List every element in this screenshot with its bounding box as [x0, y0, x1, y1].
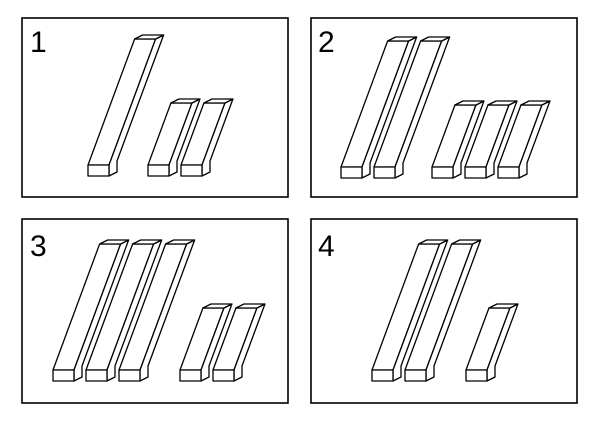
- ten-rod-1-front-face: [87, 164, 110, 177]
- one-bar-2: [464, 100, 518, 179]
- one-bar-1-end-face: [202, 303, 233, 309]
- panel-1-blocks: [87, 34, 234, 177]
- one-bar-2: [212, 303, 266, 382]
- ten-rod-2: [404, 239, 482, 382]
- ten-rod-1: [52, 239, 130, 382]
- panel-4: 4: [310, 218, 578, 404]
- panel-1-label: 1: [30, 26, 47, 59]
- panel-2-blocks: [340, 36, 551, 179]
- one-bar-1-front-face: [465, 369, 488, 382]
- ten-rod-1: [87, 34, 165, 177]
- ten-rod-2-front-face: [85, 369, 108, 382]
- one-bar-1-end-face: [488, 303, 519, 309]
- one-bar-2-front-face: [464, 166, 487, 179]
- ten-rod-2: [373, 36, 451, 179]
- panel-4-blocks: [371, 239, 519, 382]
- panel-3-blocks: [52, 239, 266, 382]
- one-bar-1-end-face: [170, 98, 201, 104]
- ten-rod-2: [85, 239, 163, 382]
- panel-1: 1: [21, 17, 289, 198]
- one-bar-2-end-face: [203, 98, 234, 104]
- one-bar-2: [180, 98, 234, 177]
- one-bar-1-front-face: [179, 369, 202, 382]
- ten-rod-2-end-face: [131, 239, 163, 245]
- ten-rod-2-front-face: [373, 166, 396, 179]
- one-bar-1: [431, 100, 485, 179]
- ten-rod-1-end-face: [386, 36, 418, 42]
- one-bar-2-front-face: [212, 369, 235, 382]
- ten-rod-3: [118, 239, 196, 382]
- ten-rod-1-end-face: [417, 239, 449, 245]
- ten-rod-1: [340, 36, 418, 179]
- one-bar-3-end-face: [520, 100, 551, 106]
- one-bar-2-end-face: [487, 100, 518, 106]
- ten-rod-1-end-face: [98, 239, 130, 245]
- ten-rod-1: [371, 239, 449, 382]
- ten-rod-2-end-face: [419, 36, 451, 42]
- ten-rod-1-front-face: [371, 369, 394, 382]
- panel-4-label: 4: [318, 230, 335, 263]
- ten-rod-1-end-face: [133, 34, 165, 40]
- one-bar-1-front-face: [431, 166, 454, 179]
- one-bar-2-front-face: [180, 164, 203, 177]
- panel-2-label: 2: [318, 26, 335, 59]
- ten-rod-3-end-face: [164, 239, 196, 245]
- panel-3-label: 3: [30, 230, 47, 263]
- one-bar-3-front-face: [497, 166, 520, 179]
- one-bar-1: [147, 98, 201, 177]
- one-bar-1: [179, 303, 233, 382]
- one-bar-2-end-face: [235, 303, 266, 309]
- ten-rod-1-front-face: [340, 166, 363, 179]
- one-bar-1-front-face: [147, 164, 170, 177]
- one-bar-3: [497, 100, 551, 179]
- ten-rod-3-front-face: [118, 369, 141, 382]
- ten-rod-2-end-face: [450, 239, 482, 245]
- ten-rod-2-front-face: [404, 369, 427, 382]
- panel-2: 2: [310, 17, 578, 198]
- panel-3: 3: [21, 218, 289, 404]
- one-bar-1: [465, 303, 519, 382]
- ten-rod-1-front-face: [52, 369, 75, 382]
- one-bar-1-end-face: [454, 100, 485, 106]
